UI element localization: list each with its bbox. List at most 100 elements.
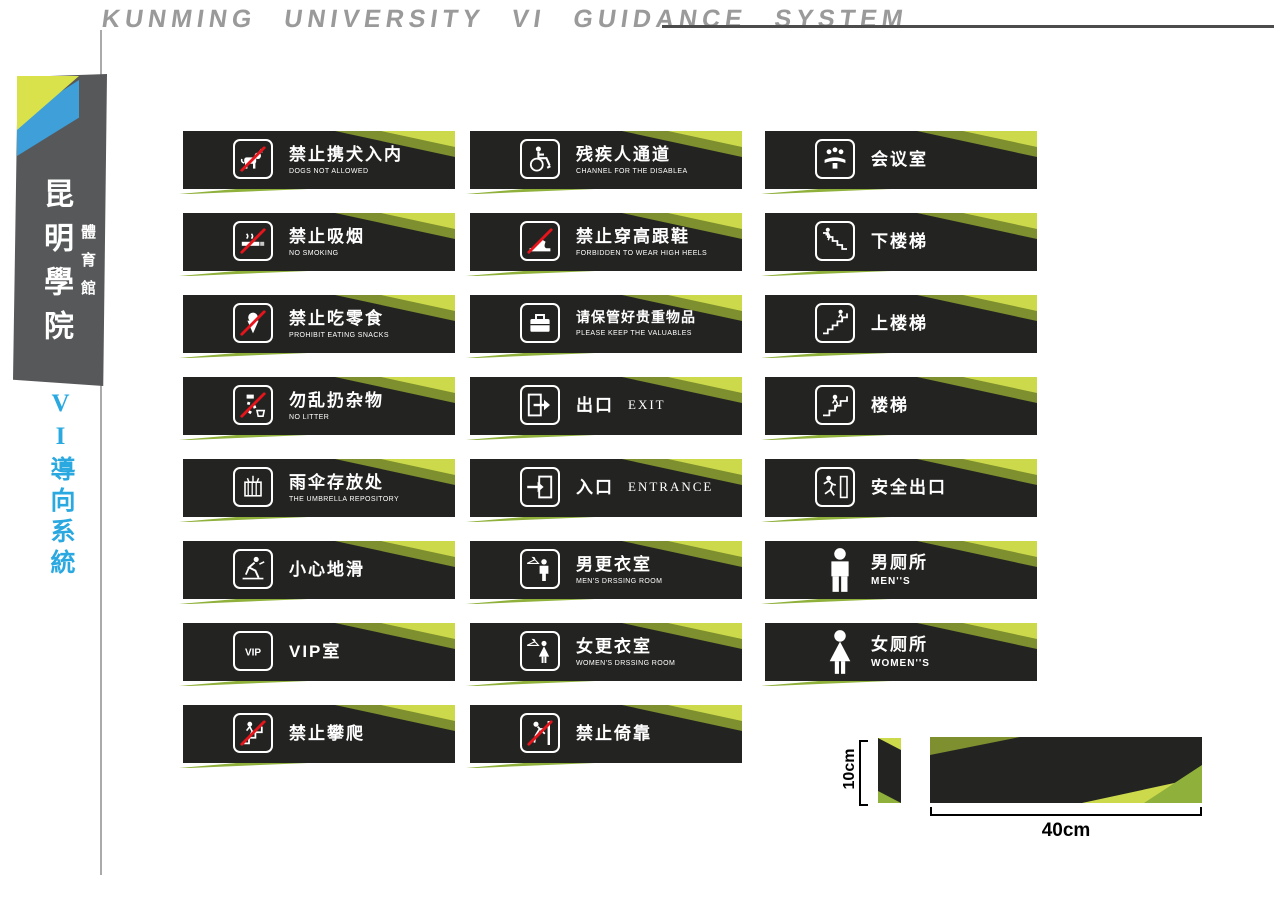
no-dogs-icon	[233, 139, 273, 179]
wheelchair-icon	[520, 139, 560, 179]
sign-label-cn: 禁止倚靠	[576, 724, 652, 743]
sign-text: VIP室	[289, 623, 341, 676]
sign-keep-valuables: 请保管好贵重物品 PLEASE KEEP THE VALUABLES	[466, 295, 742, 358]
sign-label-cn: 禁止吸烟	[289, 227, 365, 246]
sign-label-cn: 下楼梯	[871, 232, 928, 251]
sign-plate: 禁止吸烟 NO SMOKING	[183, 213, 455, 271]
sign-meeting-room: 会议室	[761, 131, 1037, 194]
sign-plate: 安全出口	[765, 459, 1037, 517]
height-dimension-label: 10cm	[841, 748, 858, 790]
stairs-up-icon	[815, 303, 855, 343]
sign-caution-slippery: 小心地滑	[179, 541, 455, 604]
sign-plate: 请保管好贵重物品 PLEASE KEEP THE VALUABLES	[470, 295, 742, 353]
sign-emergency-exit: 安全出口	[761, 459, 1037, 522]
sign-plate: 下楼梯	[765, 213, 1037, 271]
exit-icon	[520, 385, 560, 425]
sign-label-cn: 禁止攀爬	[289, 724, 365, 743]
accent-top	[878, 738, 901, 750]
spec-long-bar	[930, 737, 1202, 803]
man-icon	[817, 546, 863, 594]
no-smoking-icon	[233, 221, 273, 261]
sign-label-en: MEN''S	[871, 576, 911, 587]
sign-label-en: FORBIDDEN TO WEAR HIGH HEELS	[576, 250, 708, 257]
womens-changing-icon	[520, 631, 560, 671]
vertical-guide-line	[100, 30, 102, 875]
sign-text: 禁止攀爬	[289, 705, 365, 758]
slippery-icon	[233, 549, 273, 589]
sign-text: 楼梯	[871, 377, 909, 430]
svg-text:VIP: VIP	[245, 647, 261, 658]
valuables-icon	[520, 303, 560, 343]
sign-disabled-channel: 残疾人通道 CHANNEL FOR THE DISABLEA	[466, 131, 742, 194]
sign-label-en: WOMEN''S	[871, 658, 930, 669]
sign-text: 勿乱扔杂物 NO LITTER	[289, 377, 384, 430]
sign-label-cn: 上楼梯	[871, 314, 928, 333]
sign-plate: 残疾人通道 CHANNEL FOR THE DISABLEA	[470, 131, 742, 189]
sign-plate: VIP VIP室	[183, 623, 455, 681]
sign-label-en: CHANNEL FOR THE DISABLEA	[576, 168, 688, 175]
sign-label-cn: 雨伞存放处	[289, 473, 384, 492]
sign-label-cn: 入口	[576, 478, 614, 497]
sign-stairs-up: 上楼梯	[761, 295, 1037, 358]
sign-label-cn: 勿乱扔杂物	[289, 391, 384, 410]
accent-top-left	[930, 737, 1020, 755]
no-snacks-icon	[233, 303, 273, 343]
sign-label-en: PLEASE KEEP THE VALUABLES	[576, 329, 692, 337]
sign-vip-room: VIP VIP室	[179, 623, 455, 686]
sign-label-cn: 出口	[576, 396, 614, 415]
spec-small-bar	[878, 738, 901, 803]
sign-label-cn: 男厕所	[871, 553, 928, 572]
sign-text: 上楼梯	[871, 295, 928, 348]
meeting-icon	[815, 139, 855, 179]
sign-label-en: THE UMBRELLA REPOSITORY	[289, 496, 400, 503]
vip-icon: VIP	[233, 631, 273, 671]
sign-text: 残疾人通道 CHANNEL FOR THE DISABLEA	[576, 131, 688, 184]
sign-plate: 雨伞存放处 THE UMBRELLA REPOSITORY	[183, 459, 455, 517]
sign-text: 会议室	[871, 131, 928, 184]
sign-text: 禁止吸烟 NO SMOKING	[289, 213, 365, 266]
sign-label-en: DOGS NOT ALLOWED	[289, 168, 369, 175]
accent-bottom	[878, 791, 901, 803]
sign-label-cn: 禁止穿高跟鞋	[576, 227, 690, 246]
vi-system-label: VI導向系統	[47, 390, 74, 580]
stairs-icon	[815, 385, 855, 425]
no-leaning-icon	[520, 713, 560, 753]
sign-text: 女厕所 WOMEN''S	[871, 623, 930, 676]
sign-stairs: 楼梯	[761, 377, 1037, 440]
sign-plate: 楼梯	[765, 377, 1037, 435]
sign-text: 安全出口	[871, 459, 947, 512]
sign-label-en: NO SMOKING	[289, 250, 339, 257]
sign-label-cn: 请保管好贵重物品	[576, 308, 696, 325]
sign-plate: 禁止穿高跟鞋 FORBIDDEN TO WEAR HIGH HEELS	[470, 213, 742, 271]
sign-label-cn: 女厕所	[871, 635, 928, 654]
venue-name: 體育館	[79, 224, 96, 308]
no-litter-icon	[233, 385, 273, 425]
sign-no-climbing: 禁止攀爬	[179, 705, 455, 768]
sign-label-cn: 残疾人通道	[576, 145, 671, 164]
sign-womens-toilet: 女厕所 WOMEN''S	[761, 623, 1037, 686]
umbrella-icon	[233, 467, 273, 507]
sign-plate: 小心地滑	[183, 541, 455, 599]
sign-label-cn: 楼梯	[871, 396, 909, 415]
sign-stairs-down: 下楼梯	[761, 213, 1037, 276]
sign-plate: 男厕所 MEN''S	[765, 541, 1037, 599]
sign-no-leaning: 禁止倚靠	[466, 705, 742, 768]
sign-label-en: PROHIBIT EATING SNACKS	[289, 332, 389, 339]
sign-plate: 上楼梯	[765, 295, 1037, 353]
sign-label-en: NO LITTER	[289, 414, 330, 421]
sign-plate: 会议室	[765, 131, 1037, 189]
